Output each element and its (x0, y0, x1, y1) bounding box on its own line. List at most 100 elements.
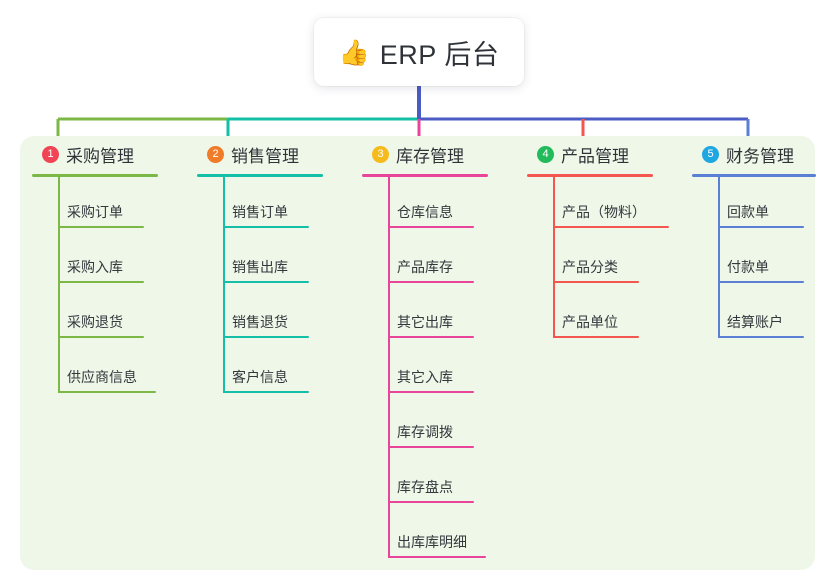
branch-badge-3: 3 (372, 145, 389, 163)
leaf-node[interactable]: 出库库明细 (362, 507, 488, 562)
leaf-label: 仓库信息 (397, 204, 453, 220)
leaf-node[interactable]: 产品（物料） (527, 177, 669, 232)
leaf-underline (388, 556, 486, 558)
leaf-label: 采购订单 (67, 204, 123, 220)
leaf-label: 销售订单 (232, 204, 288, 220)
branch-column-2: 2 销售管理销售订单销售出库销售退货客户信息 (197, 140, 323, 397)
leaf-underline (388, 501, 474, 503)
branch-column-1: 1 采购管理采购订单采购入库采购退货供应商信息 (32, 140, 158, 397)
leaf-label: 库存调拨 (397, 424, 453, 440)
leaf-underline (58, 226, 144, 228)
root-title: ERP 后台 (379, 39, 500, 70)
branch-underline-5 (692, 174, 816, 177)
leaf-node[interactable]: 付款单 (692, 232, 816, 287)
branch-items-2: 销售订单销售出库销售退货客户信息 (197, 177, 323, 397)
leaf-underline (388, 336, 474, 338)
leaf-underline (553, 281, 639, 283)
branch-spine-5 (718, 177, 720, 338)
branch-header-1[interactable]: 1 采购管理 (32, 140, 158, 168)
leaf-node[interactable]: 其它入库 (362, 342, 488, 397)
branch-underline-4 (527, 174, 653, 177)
leaf-label: 付款单 (727, 259, 769, 275)
branch-items-3: 仓库信息产品库存其它出库其它入库库存调拨库存盘点出库库明细 (362, 177, 488, 562)
branch-title-2: 销售管理 (231, 146, 299, 166)
leaf-label: 销售出库 (232, 259, 288, 275)
leaf-node[interactable]: 库存盘点 (362, 452, 488, 507)
branch-badge-4: 4 (537, 145, 554, 163)
leaf-node[interactable]: 采购退货 (32, 287, 158, 342)
leaf-underline (553, 226, 669, 228)
leaf-label: 出库库明细 (397, 534, 467, 550)
leaf-underline (388, 446, 474, 448)
branch-title-1: 采购管理 (66, 146, 134, 166)
leaf-label: 其它出库 (397, 314, 453, 330)
leaf-label: 采购退货 (67, 314, 123, 330)
leaf-node[interactable]: 销售订单 (197, 177, 323, 232)
leaf-underline (718, 281, 804, 283)
root-node[interactable]: 👍 ERP 后台 (314, 18, 524, 86)
leaf-underline (553, 336, 639, 338)
leaf-underline (718, 336, 804, 338)
leaf-node[interactable]: 产品单位 (527, 287, 653, 342)
leaf-node[interactable]: 客户信息 (197, 342, 323, 397)
thumbs-up-icon: 👍 (338, 37, 370, 67)
leaf-label: 结算账户 (727, 314, 783, 330)
branch-items-5: 回款单付款单结算账户 (692, 177, 816, 342)
leaf-underline (58, 281, 144, 283)
leaf-label: 采购入库 (67, 259, 123, 275)
leaf-node[interactable]: 结算账户 (692, 287, 816, 342)
leaf-node[interactable]: 产品分类 (527, 232, 653, 287)
leaf-underline (223, 391, 309, 393)
leaf-underline (223, 226, 309, 228)
root-node-content: 👍 ERP 后台 (339, 33, 500, 72)
leaf-label: 其它入库 (397, 369, 453, 385)
branch-title-3: 库存管理 (396, 146, 464, 166)
leaf-label: 产品单位 (562, 314, 618, 330)
branch-column-3: 3 库存管理仓库信息产品库存其它出库其它入库库存调拨库存盘点出库库明细 (362, 140, 488, 562)
branch-badge-1: 1 (42, 145, 59, 163)
leaf-label: 销售退货 (232, 314, 288, 330)
leaf-underline (223, 336, 309, 338)
leaf-label: 供应商信息 (67, 369, 137, 385)
branch-underline-2 (197, 174, 323, 177)
leaf-underline (718, 226, 804, 228)
branches-panel (20, 136, 815, 570)
leaf-underline (58, 336, 144, 338)
branch-spine-2 (223, 177, 225, 393)
leaf-node[interactable]: 其它出库 (362, 287, 488, 342)
branch-spine-4 (553, 177, 555, 338)
leaf-node[interactable]: 销售退货 (197, 287, 323, 342)
leaf-node[interactable]: 产品库存 (362, 232, 488, 287)
branch-items-4: 产品（物料） 产品分类产品单位 (527, 177, 669, 342)
leaf-label: 产品库存 (397, 259, 453, 275)
branch-underline-1 (32, 174, 158, 177)
branch-header-3[interactable]: 3 库存管理 (362, 140, 488, 168)
leaf-label: 客户信息 (232, 369, 288, 385)
branch-badge-2: 2 (207, 145, 224, 163)
leaf-node[interactable]: 销售出库 (197, 232, 323, 287)
leaf-label: 回款单 (727, 204, 769, 220)
leaf-node[interactable]: 仓库信息 (362, 177, 488, 232)
leaf-node[interactable]: 回款单 (692, 177, 816, 232)
branch-underline-3 (362, 174, 488, 177)
leaf-label: 产品分类 (562, 259, 618, 275)
branch-spine-3 (388, 177, 390, 558)
branch-header-2[interactable]: 2 销售管理 (197, 140, 323, 168)
branch-header-4[interactable]: 4 产品管理 (527, 140, 653, 168)
leaf-underline (388, 391, 474, 393)
leaf-label: 库存盘点 (397, 479, 453, 495)
leaf-node[interactable]: 采购入库 (32, 232, 158, 287)
branch-badge-5: 5 (702, 145, 719, 163)
branch-title-4: 产品管理 (561, 146, 629, 166)
leaf-node[interactable]: 供应商信息 (32, 342, 158, 397)
leaf-underline (388, 226, 474, 228)
leaf-underline (223, 281, 309, 283)
leaf-underline (58, 391, 156, 393)
leaf-node[interactable]: 采购订单 (32, 177, 158, 232)
branch-column-4: 4 产品管理产品（物料） 产品分类产品单位 (527, 140, 669, 342)
leaf-node[interactable]: 库存调拨 (362, 397, 488, 452)
leaf-underline (388, 281, 474, 283)
